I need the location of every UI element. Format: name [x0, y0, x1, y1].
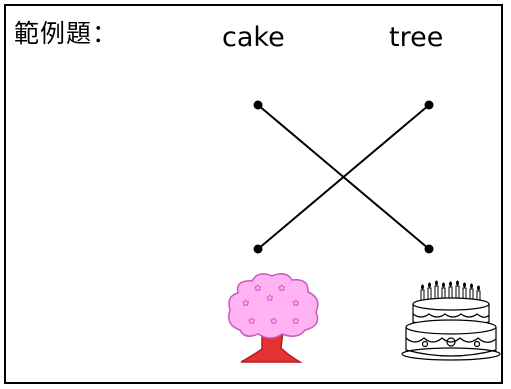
dot-tree-picture	[253, 244, 263, 254]
svg-text:✿: ✿	[292, 317, 300, 327]
svg-text:✿: ✿	[270, 317, 278, 327]
svg-text:✿: ✿	[266, 294, 274, 304]
tree-picture: ✿ ✿ ✿ ✿ ✿ ✿ ✿ ✿	[228, 273, 319, 363]
svg-text:✿: ✿	[292, 299, 300, 309]
svg-text:✿: ✿	[248, 317, 256, 327]
dot-cake	[253, 100, 263, 110]
dot-cake-picture	[424, 244, 434, 254]
svg-text:✿: ✿	[254, 284, 262, 294]
match-line-tree	[257, 104, 430, 250]
cake-picture	[401, 280, 501, 361]
svg-text:✿: ✿	[278, 284, 286, 294]
dot-tree	[424, 100, 434, 110]
exercise-title: 範例題：	[14, 19, 119, 48]
word-cake: cake	[222, 22, 285, 53]
word-tree: tree	[389, 22, 444, 53]
svg-text:✿: ✿	[242, 299, 250, 309]
